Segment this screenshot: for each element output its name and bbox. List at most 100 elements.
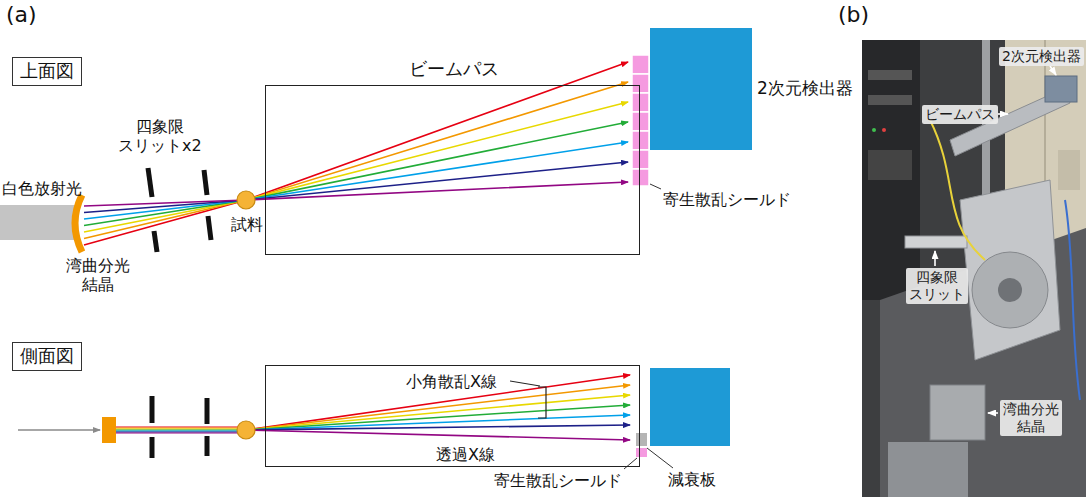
part-name: 寄生散乱シールド — [663, 190, 791, 209]
photo-rack — [868, 95, 912, 105]
part-name: 減衰板 — [668, 470, 716, 489]
side-rays — [246, 430, 630, 440]
side-rays — [246, 415, 630, 430]
photo-crystal-stage — [930, 385, 985, 440]
view-title: 上面図 — [20, 60, 74, 81]
ray-label: 小角散乱X線 — [404, 372, 499, 391]
photo-detector — [1045, 76, 1077, 102]
quadrant-slits — [150, 396, 155, 423]
mono-beam — [116, 430, 240, 431]
mono-beam — [116, 431, 240, 432]
photo-wall — [1058, 150, 1080, 190]
quadrant-slits — [150, 437, 155, 458]
part-name: 白色放射光 — [2, 179, 82, 198]
side-rays — [246, 385, 630, 430]
white-beam-bar — [0, 205, 76, 240]
photo-background — [862, 40, 1086, 497]
photo-cables — [930, 120, 1080, 400]
sample-circle — [237, 191, 255, 209]
bracket — [510, 381, 546, 418]
detector-block — [650, 28, 752, 150]
leader-line — [624, 458, 637, 469]
photo-slit-arm — [905, 236, 967, 248]
view-tag: 上面図 — [12, 57, 82, 86]
mono-beam — [116, 427, 240, 433]
view-tag: 側面図 — [12, 342, 82, 371]
parasitic-shield — [632, 169, 649, 186]
mono-beam — [116, 428, 240, 429]
photo-rack — [862, 40, 920, 300]
photo-goniometer — [998, 278, 1022, 302]
attenuator-plate — [636, 433, 647, 446]
photo-goniometer — [972, 252, 1048, 328]
photo-label: ビームパス — [922, 105, 998, 124]
incident-beam — [18, 430, 100, 431]
sample-circle — [237, 421, 255, 439]
leader-line — [624, 448, 673, 469]
quadrant-slits — [204, 170, 207, 195]
sample-circle — [237, 191, 255, 209]
detector-block — [650, 28, 752, 150]
mono-beam — [116, 432, 240, 433]
photo-label: 2次元検出器 — [999, 47, 1084, 66]
photo-arrows — [934, 251, 936, 266]
parasitic-shield — [636, 448, 647, 457]
detector-block — [650, 368, 730, 446]
quadrant-slits — [208, 216, 211, 240]
parasitic-shield — [632, 131, 649, 150]
quadrant-slits — [205, 436, 210, 456]
beam-path-box: 小角散乱X線透過X線 — [265, 365, 640, 467]
photo-rack — [868, 150, 912, 180]
ray-label: 透過X線 — [434, 445, 497, 464]
parasitic-shield — [632, 112, 649, 131]
side-rays — [246, 395, 630, 430]
photo-crystal-stage — [888, 385, 985, 497]
side-rays — [246, 405, 630, 430]
photo-cables — [930, 120, 985, 260]
top-rays — [84, 162, 628, 213]
photo-arrows — [988, 412, 998, 414]
photo-rack — [872, 128, 876, 132]
beam-path-box: ビームパス — [265, 85, 640, 255]
photo-label: 湾曲分光 結晶 — [1000, 400, 1062, 436]
photo-label: 四象限 スリット — [906, 268, 968, 304]
curved-crystal — [102, 417, 116, 443]
top-rays — [84, 182, 628, 206]
bracket — [510, 381, 540, 386]
top-rays — [84, 62, 628, 245]
bracket — [538, 387, 546, 418]
photo-background — [862, 40, 1086, 497]
parasitic-shield — [632, 55, 649, 74]
part-name: 試料 — [231, 215, 263, 234]
parasitic-shield — [632, 150, 649, 169]
parasitic-shield — [632, 55, 649, 186]
photo-rack — [868, 70, 912, 80]
top-rays — [84, 82, 628, 239]
quadrant-slits — [152, 396, 207, 458]
attenuator-plate — [636, 433, 647, 446]
panel-letter: (a) — [6, 2, 37, 28]
parasitic-shield — [632, 93, 649, 112]
curved-crystal — [102, 417, 116, 443]
panel-letter: (b) — [838, 2, 869, 28]
part-name: 寄生散乱シールド — [494, 471, 622, 490]
photo-rack — [862, 40, 920, 300]
leader-line — [650, 184, 661, 189]
incident-beam — [18, 429, 100, 431]
parasitic-shield — [632, 74, 649, 93]
photo-cables — [1065, 200, 1080, 400]
top-rays — [84, 102, 628, 232]
white-beam-bar — [0, 205, 76, 240]
quadrant-slits — [205, 398, 210, 424]
photo-arrows — [1050, 66, 1056, 75]
quadrant-slits — [154, 231, 157, 252]
mono-beam — [116, 429, 240, 430]
top-rays — [84, 62, 628, 245]
photo-goniometer — [960, 180, 1060, 360]
curved-crystal — [75, 195, 82, 252]
quadrant-slits — [148, 168, 211, 252]
mono-beam — [116, 426, 240, 427]
photo-goniometer — [960, 180, 1060, 360]
